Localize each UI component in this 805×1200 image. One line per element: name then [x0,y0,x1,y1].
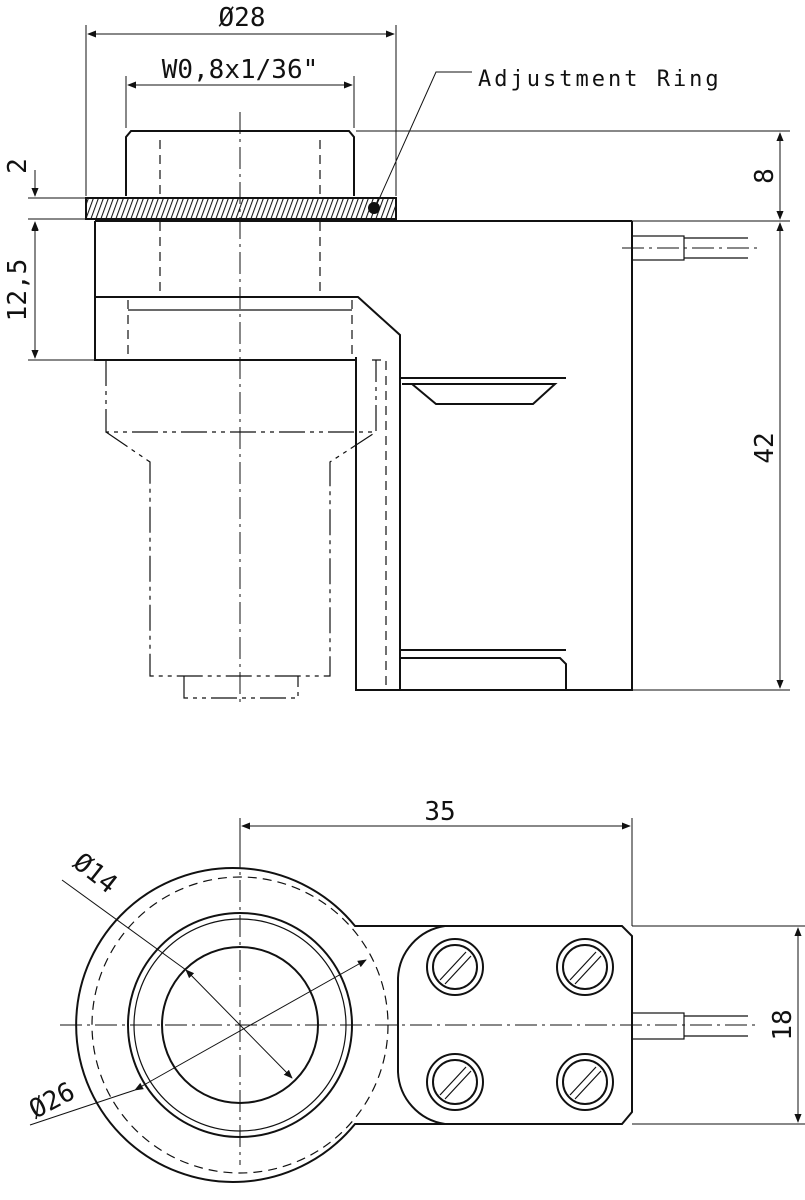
side-view [85,112,760,705]
top-view-dimensions: 35 Ø14 Ø26 18 [24,797,805,1126]
ring-and-arm-outline [75,867,633,1183]
side-view-dimensions: Ø28 W0,8x1/36" Adjustment Ring 2 12,5 8 … [3,3,790,691]
screw-top-right [556,938,614,996]
screw-top-left [426,938,484,996]
thread-spec-label: W0,8x1/36" [162,55,319,85]
right-bracket [355,221,633,691]
tray [400,377,566,405]
dim-35-label: 35 [424,797,455,827]
dim-d28-label: Ø28 [219,3,266,33]
mounting-plate [397,925,446,1125]
screw-bottom-right [556,1053,614,1111]
dim-18-label: 18 [768,1009,798,1040]
dim-12-5-label: 12,5 [3,259,33,322]
main-body-upper [94,221,357,361]
body-step [95,296,401,380]
cable-stub-bottom [631,1012,748,1040]
dim-42-label: 42 [750,432,780,463]
dim-d14-label: Ø14 [67,847,122,900]
adjustment-ring-label: Adjustment Ring [478,67,722,92]
dim-8-label: 8 [750,168,780,184]
screw-bottom-left [426,1053,484,1111]
dim-2-label: 2 [3,158,33,174]
adjustment-ring [85,197,397,220]
phantom-housing [105,360,377,699]
ring-marker-dot [368,202,380,214]
top-view [60,845,760,1183]
cable-stub-top [622,235,760,261]
